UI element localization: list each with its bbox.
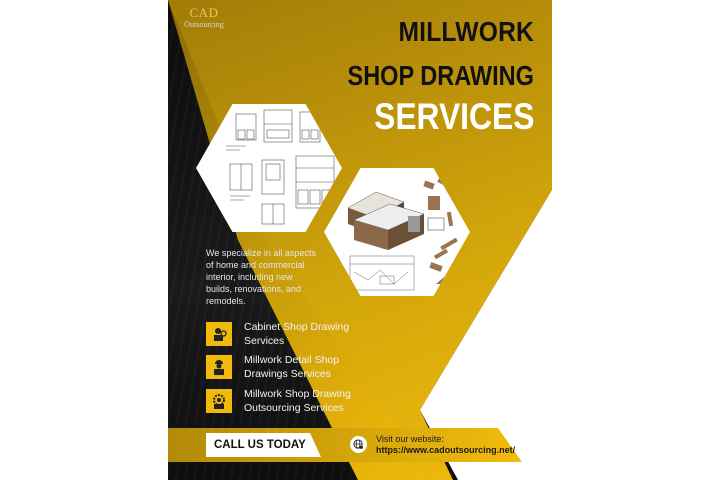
service-label: Cabinet Shop Drawing Services	[244, 321, 350, 347]
service-label: Millwork Detail Shop Drawings Services	[244, 354, 340, 380]
headline-line-2: SHOP DRAWING	[347, 60, 534, 91]
service-label: Millwork Shop Drawing Outsourcing Servic…	[244, 388, 351, 414]
isometric-millwork-image	[324, 168, 470, 296]
engineer-icon	[206, 355, 232, 379]
headline-line-1: MILLWORK	[398, 16, 534, 47]
flyer: CAD Outsourcing MILLWORK SHOP DRAWING SE…	[168, 0, 552, 480]
engineer-gear-icon	[206, 322, 232, 346]
logo: CAD Outsourcing	[174, 6, 234, 30]
headline-line-3: SERVICES	[373, 96, 534, 137]
service-item-millwork-detail: Millwork Detail Shop Drawings Services	[206, 353, 374, 381]
gear-worker-icon	[206, 389, 232, 413]
intro-paragraph: We specialize in all aspects of home and…	[206, 248, 316, 306]
logo-subtext: Outsourcing	[184, 20, 224, 29]
globe-icon	[350, 436, 367, 453]
call-us-button[interactable]: CALL US TODAY	[206, 433, 321, 457]
visit-label: Visit our website:	[376, 434, 444, 444]
website-info: Visit our website: https://www.cadoutsou…	[376, 434, 515, 456]
logo-text: CAD	[189, 5, 219, 20]
website-link[interactable]: https://www.cadoutsourcing.net/	[376, 445, 516, 455]
service-item-outsourcing: Millwork Shop Drawing Outsourcing Servic…	[206, 387, 374, 415]
service-item-cabinet: Cabinet Shop Drawing Services	[206, 320, 374, 348]
